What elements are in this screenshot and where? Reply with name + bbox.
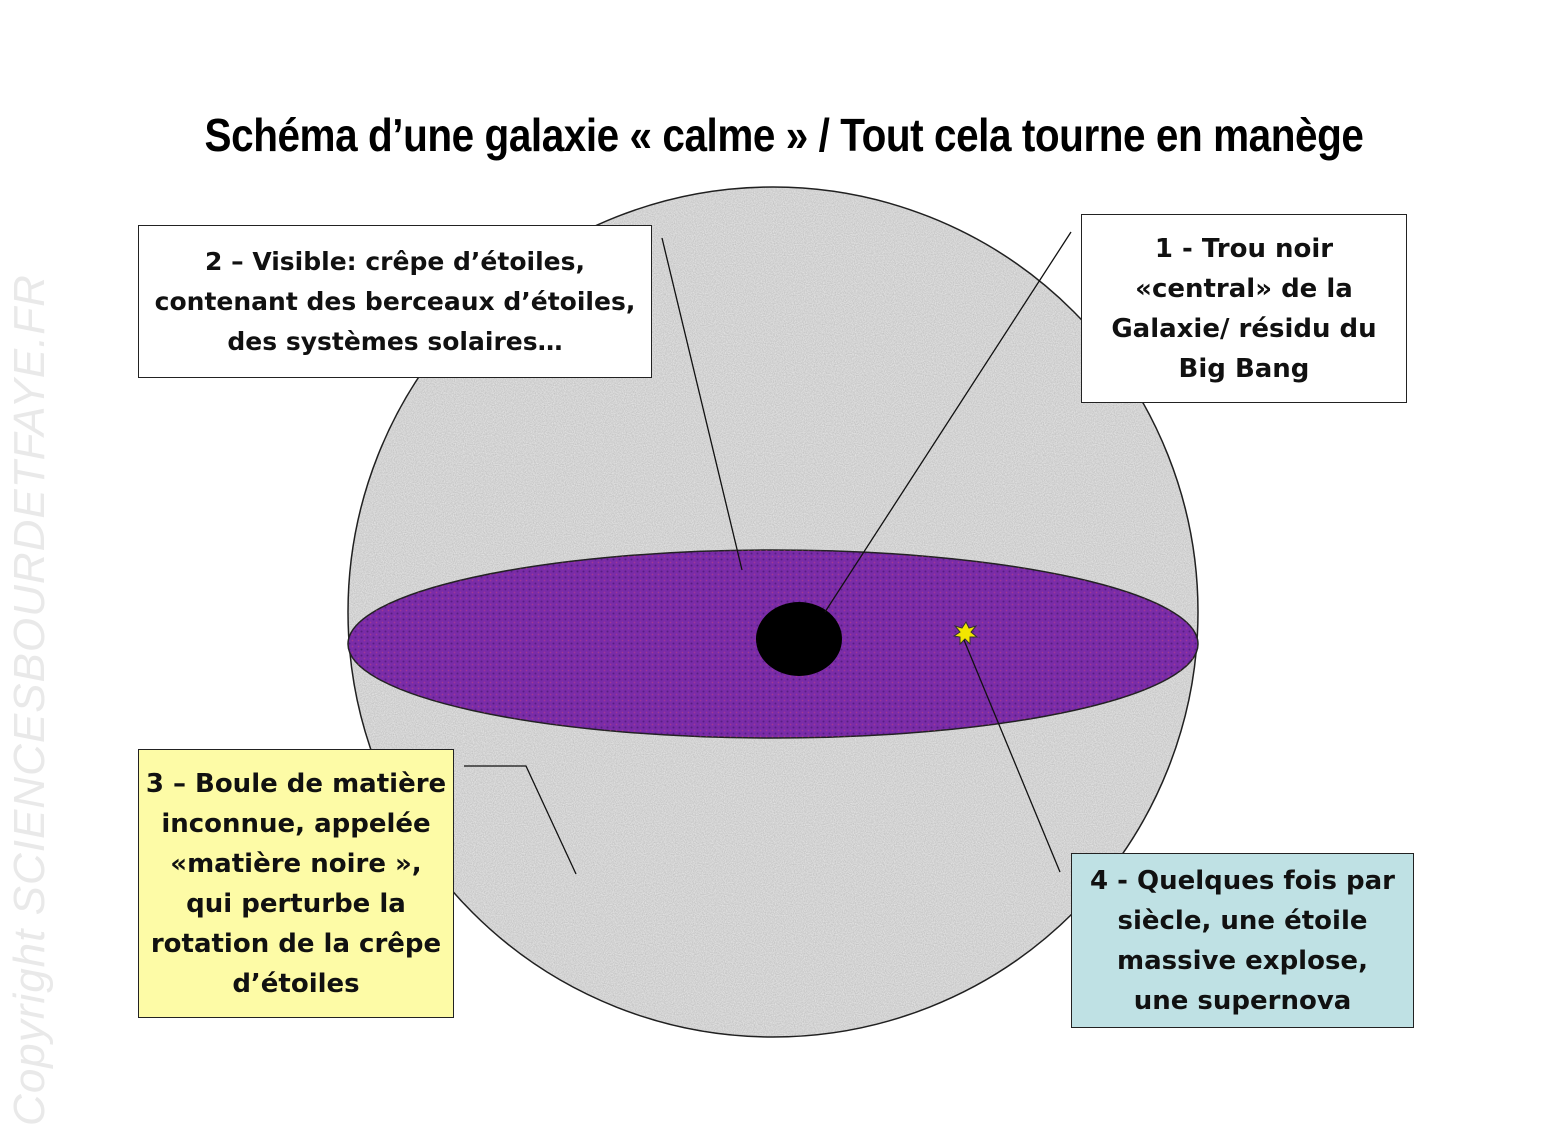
label-box-black-hole: 1 - Trou noir «central» de la Galaxie/ r… [1081, 214, 1407, 403]
leader-line-blackhole [824, 231, 1072, 613]
leader-line-visible [661, 237, 743, 571]
label-line: 3 – Boule de matière [145, 768, 447, 799]
label-line: inconnue, appelée [161, 808, 431, 839]
label-line: «central» de la [1135, 273, 1353, 304]
label-line: 4 - Quelques fois par [1089, 865, 1396, 896]
label-line: 2 – Visible: crêpe d’étoiles, [205, 246, 585, 276]
page-title: Schéma d’une galaxie « calme » / Tout ce… [204, 109, 1364, 161]
label-line: «matière noire », [170, 848, 422, 879]
label-line: d’étoiles [232, 968, 360, 999]
galaxy-diagram [347, 186, 1199, 1038]
supernova-star [952, 621, 979, 646]
label-line: une supernova [1133, 985, 1352, 1016]
label-box-supernova: 4 - Quelques fois par siècle, une étoile… [1071, 853, 1414, 1028]
label-line: rotation de la crêpe [150, 928, 442, 959]
label-line: massive explose, [1117, 945, 1368, 976]
leader-line-supernova [963, 639, 1061, 873]
label-line: des systèmes solaires… [227, 326, 563, 356]
label-line: 1 - Trou noir [1154, 233, 1334, 264]
label-line: siècle, une étoile [1117, 905, 1368, 936]
label-line: Galaxie/ résidu du [1111, 313, 1377, 344]
label-box-dark-matter: 3 – Boule de matière inconnue, appelée «… [138, 749, 454, 1018]
label-line: qui perturbe la [186, 888, 406, 919]
label-box-visible-disk: 2 – Visible: crêpe d’étoiles, contenant … [138, 225, 652, 378]
label-line: contenant des berceaux d’étoiles, [154, 286, 636, 316]
central-black-hole [756, 602, 842, 676]
label-line: Big Bang [1178, 353, 1310, 384]
leader-line-darkmatter [464, 765, 577, 875]
